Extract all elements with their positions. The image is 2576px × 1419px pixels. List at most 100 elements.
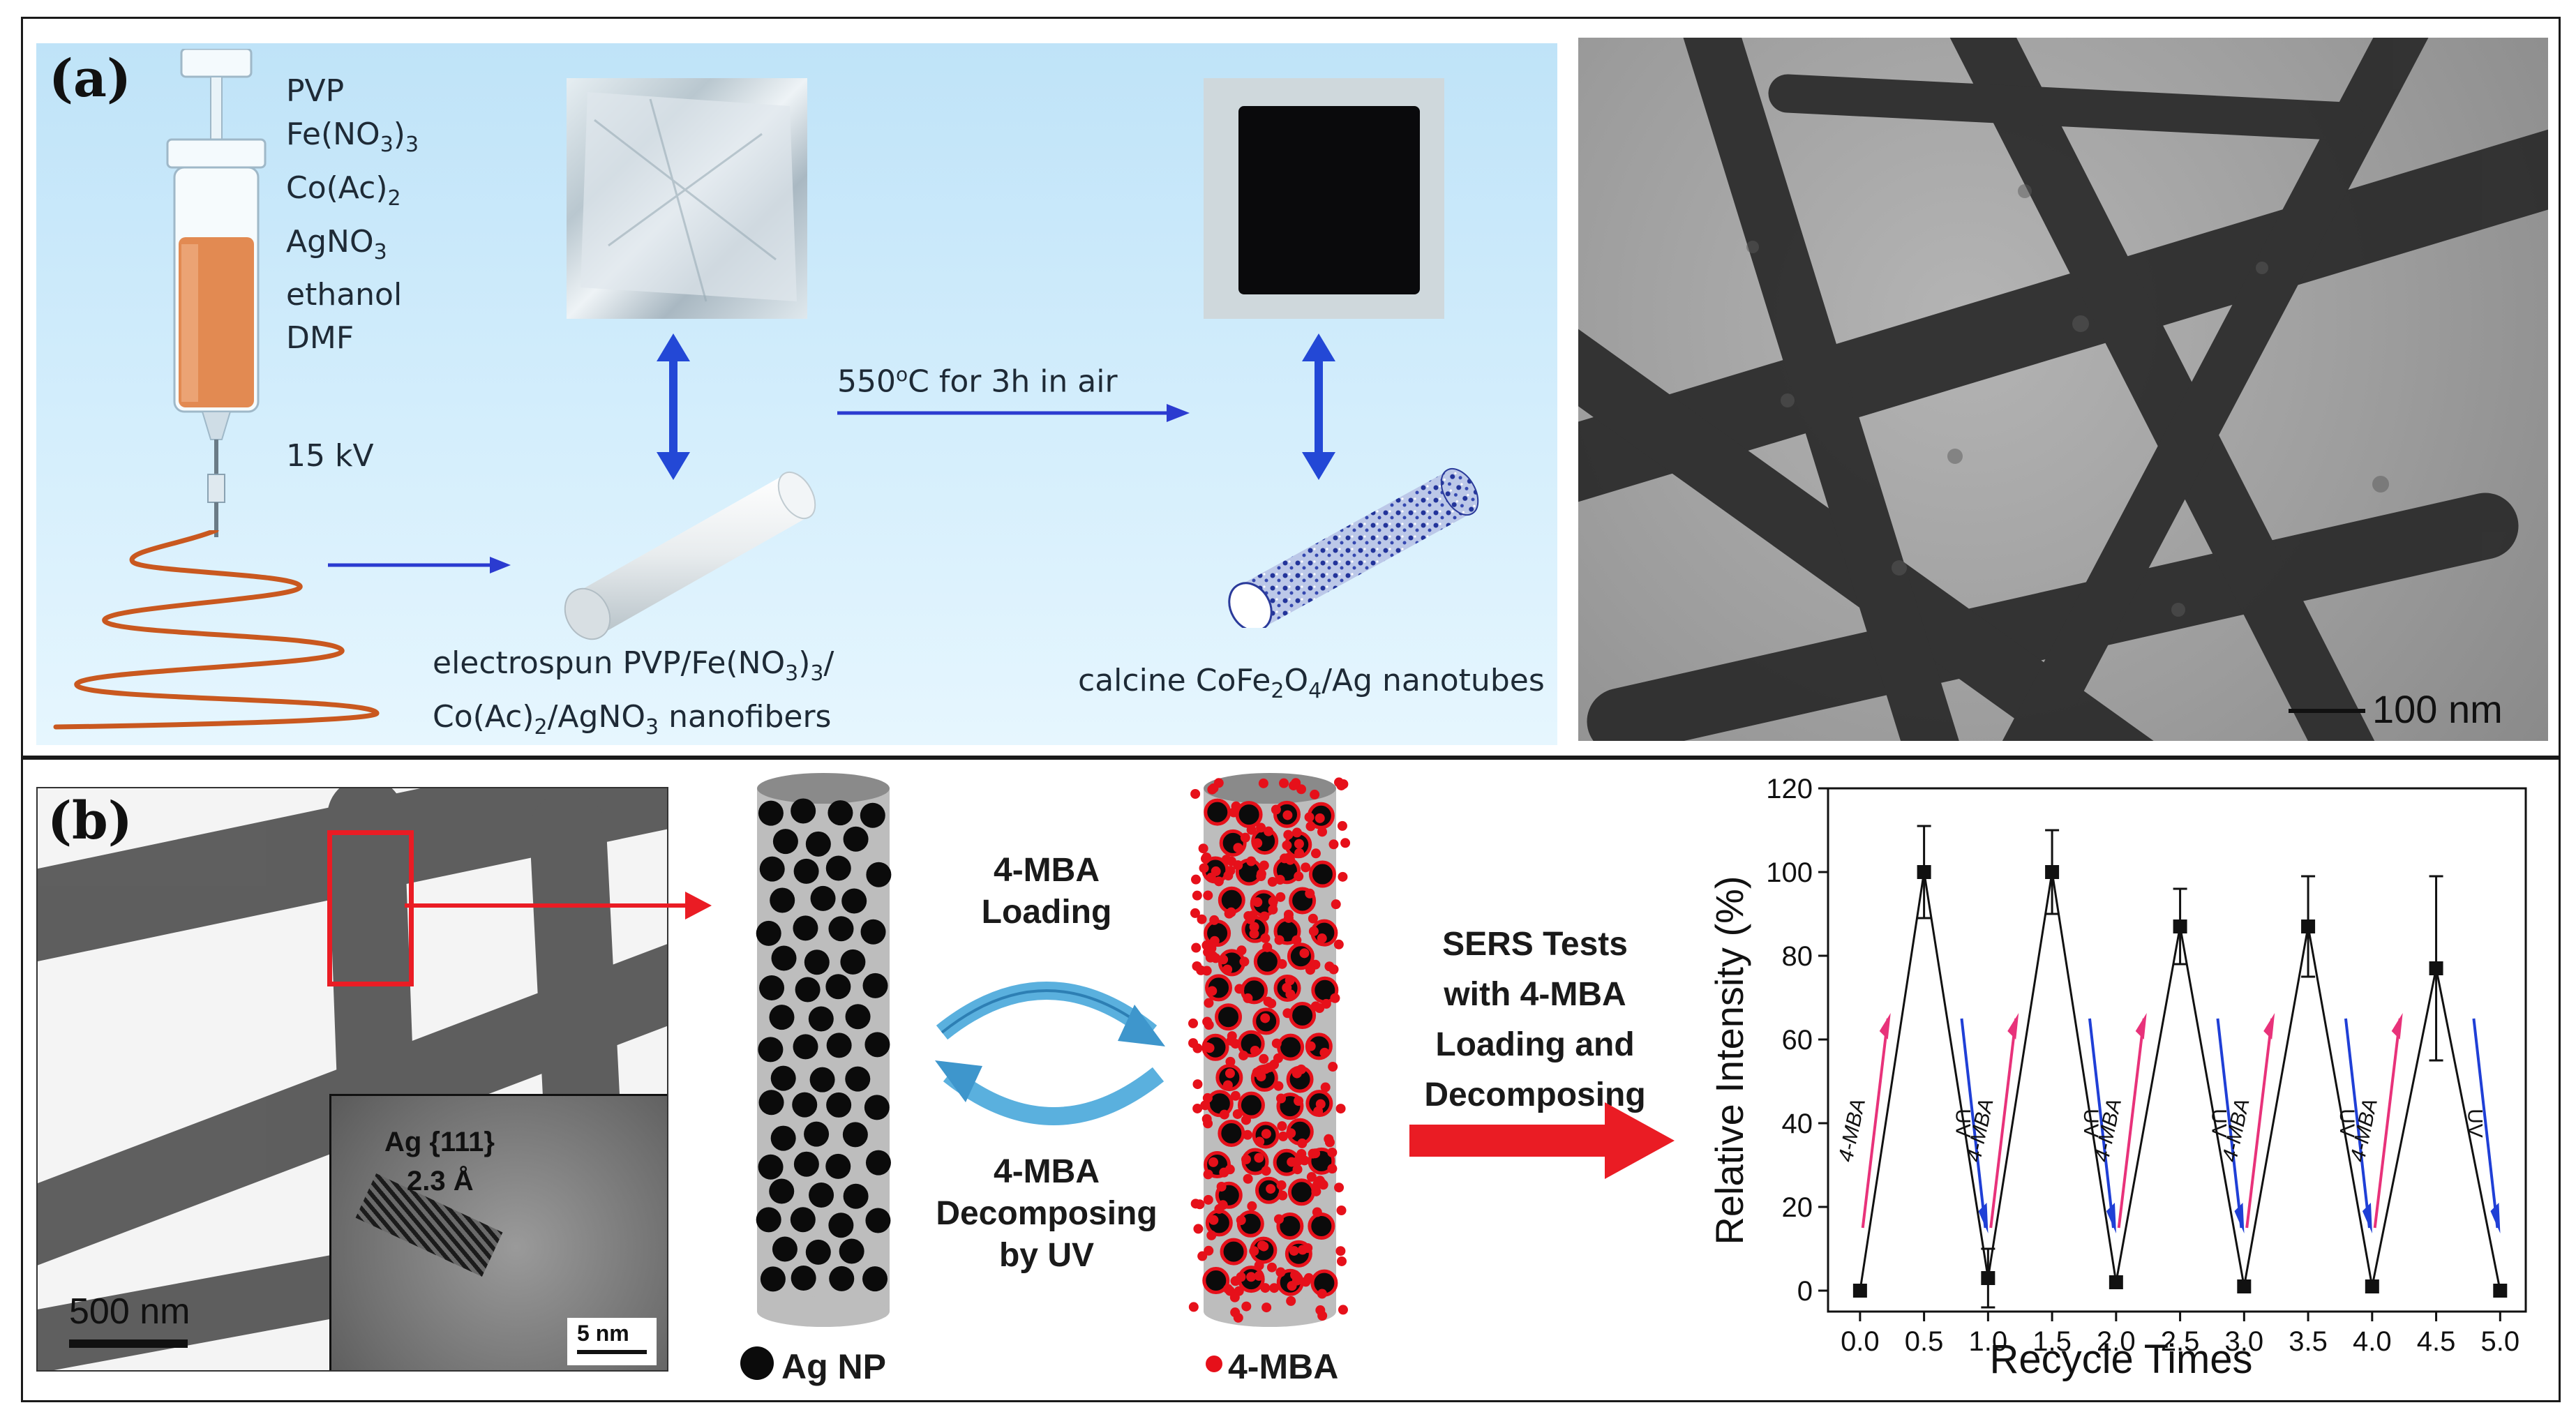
- mba-molecule: [1324, 1134, 1334, 1144]
- mba-molecule: [1191, 943, 1201, 953]
- y-tick-label: 100: [1766, 857, 1813, 888]
- ag-nanoparticle: [826, 1033, 852, 1058]
- ag-nanoparticle: [790, 1207, 816, 1233]
- mba-molecule: [1218, 954, 1229, 965]
- mba-molecule: [1203, 947, 1213, 957]
- ag-nanoparticle-loaded: [1308, 1212, 1335, 1240]
- mba-molecule: [1260, 1013, 1271, 1023]
- ag-nanoparticle: [841, 888, 867, 914]
- loading-label: 4-MBA Loading: [907, 850, 1186, 933]
- ag-nanoparticle: [756, 1207, 781, 1233]
- mba-molecule: [1335, 1246, 1346, 1256]
- ag-nanoparticle: [805, 831, 831, 857]
- ag-nanoparticle: [829, 1266, 855, 1291]
- ag-nanoparticle: [828, 800, 853, 826]
- x-tick-label: 2.5: [2161, 1326, 2200, 1357]
- ag-nanoparticle: [772, 1236, 797, 1262]
- mba-molecule: [1294, 871, 1304, 882]
- decomposing-arrow: [2472, 1018, 2499, 1229]
- mba-molecule: [1192, 890, 1202, 901]
- y-tick-label: 40: [1782, 1109, 1813, 1139]
- inset-label-line2: 2.3 Å: [407, 1166, 474, 1196]
- x-tick-label: 2.0: [2097, 1326, 2136, 1357]
- data-point: [1852, 1284, 1867, 1298]
- mba-molecule: [1246, 856, 1257, 866]
- loading-arrow: [2117, 1018, 2146, 1229]
- mba-molecule: [1297, 1245, 1308, 1255]
- mba-molecule: [1333, 939, 1344, 949]
- mba-molecule: [1249, 922, 1259, 932]
- decomposing-arrow: [2344, 1018, 2371, 1229]
- mba-molecule: [1276, 1093, 1287, 1104]
- ag-nanoparticle: [865, 1208, 891, 1233]
- ag-nanoparticle: [810, 885, 836, 911]
- mba-molecule: [1190, 908, 1200, 918]
- mba-molecule: [1229, 1292, 1240, 1302]
- tem-image-a: 100 nm: [1578, 38, 2548, 741]
- mba-molecule: [1209, 915, 1220, 925]
- loading-arrow: [2373, 1018, 2402, 1229]
- mba-molecule: [1340, 838, 1351, 848]
- mba-loaded-cylinder: [1188, 773, 1351, 1327]
- syringe-diagram: [166, 49, 267, 537]
- x-tick-label: 5.0: [2480, 1326, 2519, 1357]
- inset-scale-bar: [577, 1350, 647, 1354]
- mba-molecule: [1282, 810, 1293, 820]
- loading-arrow-head: [2135, 1013, 2147, 1039]
- ag-nanoparticle-loaded: [1215, 1003, 1243, 1031]
- legend-mba-label: 4-MBA: [1228, 1347, 1339, 1386]
- mba-molecule: [1193, 1224, 1204, 1234]
- decomposing-arrow: [1960, 1018, 1987, 1229]
- mba-molecule: [1254, 1270, 1264, 1281]
- mba-molecule: [1335, 1104, 1346, 1114]
- mba-molecule: [1259, 911, 1270, 922]
- mba-molecule: [1243, 1129, 1253, 1140]
- panel-a-letter: (a): [49, 49, 131, 109]
- decomposing-label: 4-MBA Decomposing by UV: [907, 1151, 1186, 1277]
- mba-molecule: [1203, 1194, 1213, 1205]
- ag-nanoparticle: [839, 1238, 864, 1264]
- mba-molecule: [1222, 1080, 1233, 1090]
- ag-nanoparticle: [862, 973, 888, 998]
- ag-nanoparticle: [805, 1239, 831, 1265]
- decomposing-arrow: [2216, 1018, 2243, 1229]
- ag-nanoparticle: [758, 1090, 784, 1116]
- x-tick-label: 3.5: [2289, 1326, 2328, 1357]
- mba-molecule: [1208, 1157, 1219, 1167]
- mba-molecule: [1338, 1305, 1348, 1315]
- mba-molecule: [1305, 965, 1315, 975]
- ag-nanoparticle: [828, 916, 854, 942]
- mba-molecule: [1249, 1246, 1259, 1256]
- mba-molecule: [1283, 913, 1294, 923]
- mba-molecule: [1203, 890, 1213, 901]
- zoom-arrow: [405, 892, 712, 919]
- mba-molecule: [1231, 801, 1241, 811]
- ag-nanoparticle: [825, 1153, 851, 1179]
- mba-molecule: [1207, 986, 1218, 996]
- loading-arrow: [1861, 1018, 1889, 1229]
- mba-molecule: [1240, 832, 1250, 843]
- mba-molecule: [1315, 1003, 1325, 1014]
- mba-molecule: [1260, 1064, 1271, 1074]
- mba-molecule: [1219, 1109, 1229, 1120]
- ag-nanoparticle-loaded: [1218, 1120, 1245, 1148]
- x-tick-label: 3.0: [2225, 1326, 2264, 1357]
- mba-molecule: [1261, 1166, 1271, 1176]
- mba-molecule: [1247, 1201, 1257, 1211]
- legend-ag-label: Ag NP: [781, 1347, 886, 1386]
- calcination-arrow: [837, 404, 1190, 422]
- ag-nanoparticle: [791, 798, 816, 824]
- mba-molecule: [1256, 871, 1266, 882]
- mba-molecule: [1330, 993, 1340, 1003]
- mba-molecule: [1285, 975, 1295, 986]
- mba-molecule: [1279, 778, 1289, 788]
- mba-molecule: [1287, 1281, 1297, 1291]
- electrospinning-jet: [53, 530, 380, 730]
- mba-molecule: [1197, 1251, 1208, 1261]
- ag-nanoparticle: [864, 1032, 890, 1058]
- mba-molecule: [1230, 1307, 1241, 1318]
- mba-molecule: [1236, 945, 1247, 956]
- arrow-to-fiber: [328, 557, 511, 573]
- ag-nanoparticle: [793, 1151, 819, 1177]
- ag-nanoparticle: [759, 856, 785, 882]
